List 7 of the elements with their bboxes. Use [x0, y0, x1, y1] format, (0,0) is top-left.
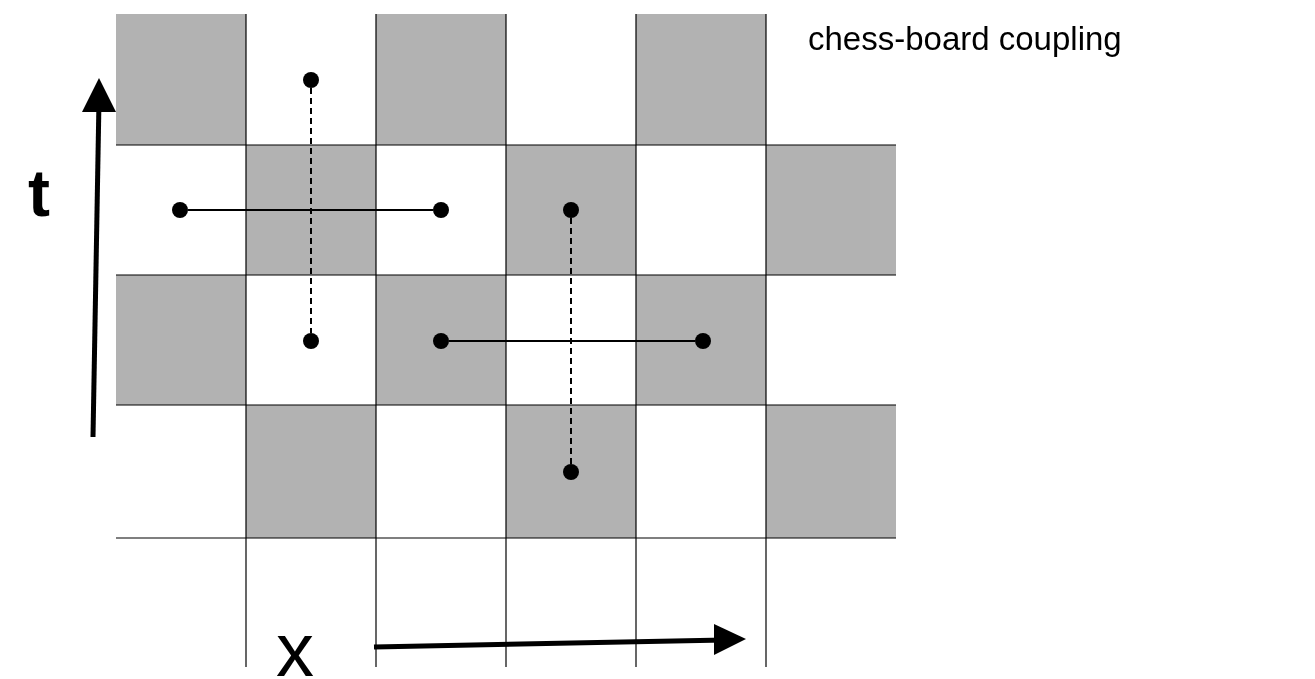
coupling-line [187, 209, 434, 211]
axis-label: t [28, 160, 50, 226]
axis-label: x [276, 612, 314, 679]
dashed-line [310, 87, 312, 334]
diagram-label: chess-board coupling [808, 22, 1122, 55]
coupling-line [448, 340, 696, 342]
dashed-line [570, 217, 572, 465]
